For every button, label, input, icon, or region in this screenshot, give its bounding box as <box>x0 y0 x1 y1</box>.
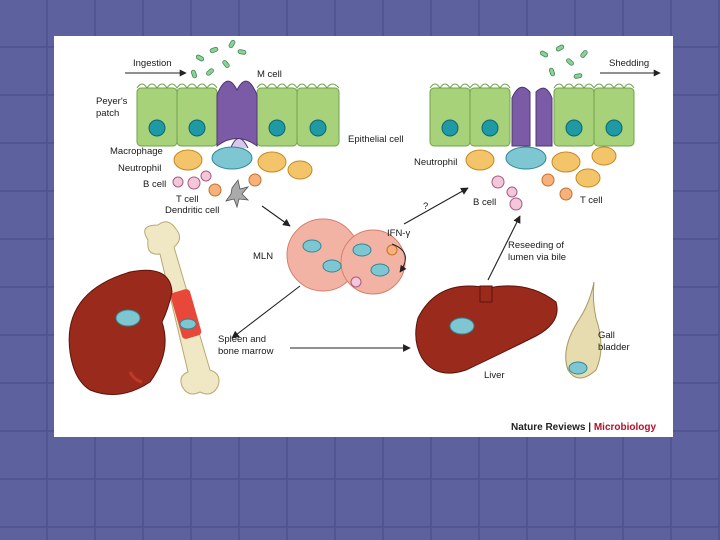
journal-credit: Nature Reviews | Microbiology <box>511 422 657 433</box>
left-immune-cells <box>172 146 313 209</box>
b-cell-right-label: B cell <box>473 197 496 208</box>
left-epithelium <box>136 39 340 209</box>
ingestion-label: Ingestion <box>133 58 172 69</box>
right-m-cell-right <box>535 87 553 147</box>
ingested-bacteria <box>190 39 247 79</box>
reseeding-label-1: Reseeding of <box>508 240 564 251</box>
bone <box>144 221 220 395</box>
mln-to-spleen-arrow <box>231 285 301 339</box>
epithelial-cell-label: Epithelial cell <box>348 134 403 145</box>
credit-journal: Nature Reviews <box>511 422 586 433</box>
right-nuclei <box>441 119 623 137</box>
right-immune-cells <box>465 146 617 211</box>
shed-bacteria <box>539 44 588 79</box>
peyers-patch-label-1: Peyer's <box>96 96 128 107</box>
b-cell-left-label: B cell <box>143 179 166 190</box>
liver <box>415 285 558 374</box>
neutrophil-right-label: Neutrophil <box>414 157 457 168</box>
spleen <box>68 269 173 395</box>
right-m-cell-left <box>511 86 531 147</box>
macrophage-label: Macrophage <box>110 146 163 157</box>
mln-label: MLN <box>253 251 273 262</box>
gall-bladder-label-2: bladder <box>598 342 630 353</box>
left-epithelial-cells <box>136 83 340 147</box>
liver-label: Liver <box>484 370 505 381</box>
m-cell-label: M cell <box>257 69 282 80</box>
dendritic-cell-label: Dendritic cell <box>165 205 219 216</box>
gall-bladder <box>565 281 602 379</box>
neutrophil-left-label: Neutrophil <box>118 163 161 174</box>
gall-bladder-label-1: Gall <box>598 330 615 341</box>
epithelium-to-mln-arrow <box>261 205 291 227</box>
credit-separator: | <box>585 422 593 433</box>
t-cell-right-label: T cell <box>580 195 603 206</box>
shedding-label: Shedding <box>609 58 649 69</box>
mesenteric-lymph-nodes <box>286 218 406 295</box>
spleen-label-2: bone marrow <box>218 346 274 357</box>
peyers-patch-label-2: patch <box>96 108 119 119</box>
reseeding-label-2: lumen via bile <box>508 252 566 263</box>
ifn-gamma-arrow <box>391 243 407 273</box>
spleen-label-1: Spleen and <box>218 334 266 345</box>
right-epithelium <box>429 44 635 211</box>
left-nuclei <box>148 119 327 137</box>
question-mark: ? <box>423 201 428 212</box>
credit-section: Microbiology <box>594 422 657 433</box>
liver-to-lumen-arrow <box>487 215 521 281</box>
ifn-gamma-label: IFN-γ <box>387 228 410 239</box>
m-cell <box>216 80 258 147</box>
t-cell-left-label: T cell <box>176 194 199 205</box>
mln-to-epithelium-arrow <box>403 187 469 225</box>
